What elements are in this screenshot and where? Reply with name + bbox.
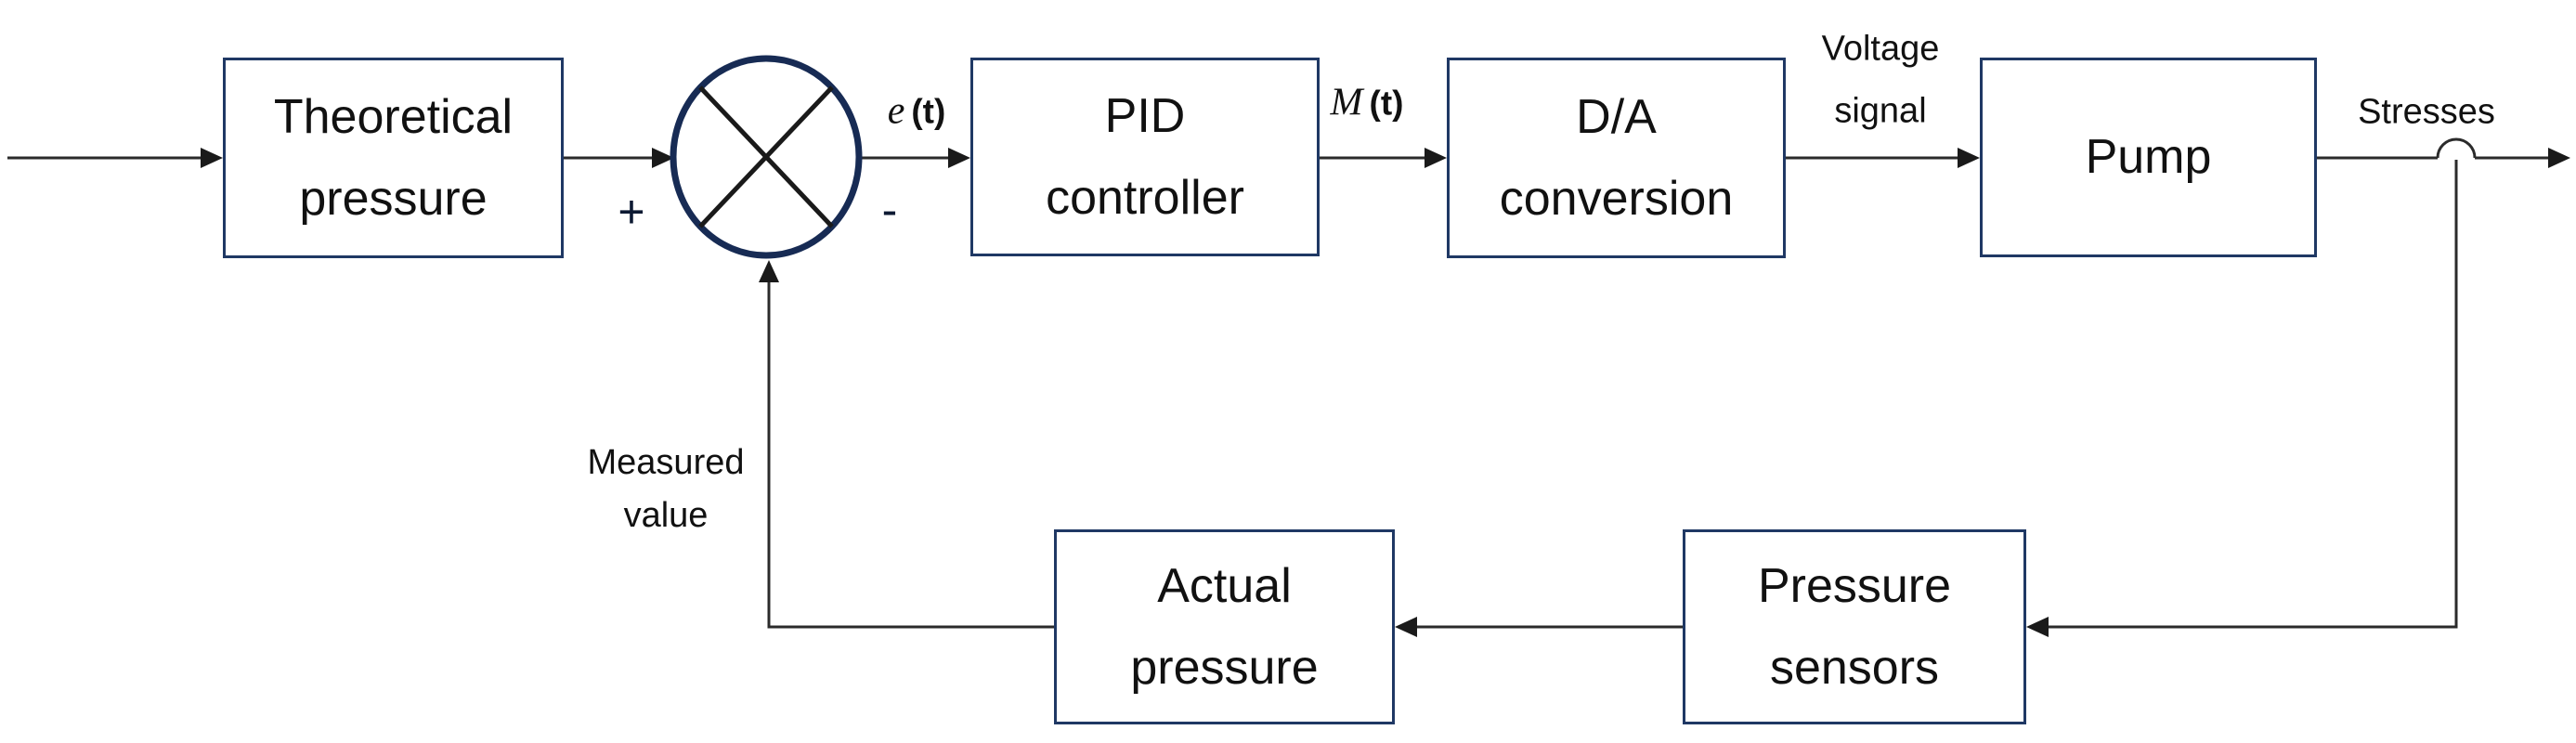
arrowhead-into-pump xyxy=(1958,148,1980,168)
block-pid-controller-label-line2: controller xyxy=(1046,171,1244,225)
summing-junction-minus-sign: - xyxy=(881,184,898,236)
block-actual-pressure-label-line2: pressure xyxy=(1130,641,1319,695)
label-voltage-signal-line1: Voltage xyxy=(1821,29,1940,69)
arrowhead-into-pid xyxy=(948,148,970,168)
arrowhead-into-sensors xyxy=(2026,617,2049,637)
block-theoretical-pressure: Theoretical pressure xyxy=(223,58,564,258)
label-measured-value-line2: value xyxy=(623,496,709,535)
label-error-signal-var: e xyxy=(887,89,905,133)
summing-junction-plus-sign: + xyxy=(618,186,645,238)
block-pid-controller-label-line1: PID xyxy=(1104,88,1186,143)
block-actual-pressure-label-line1: Actual xyxy=(1157,558,1292,613)
label-control-signal-var: M xyxy=(1330,81,1363,124)
block-pump: Pump xyxy=(1980,58,2317,257)
arrowhead-into-actual xyxy=(1395,617,1417,637)
label-measured-value: Measured value xyxy=(588,437,745,542)
label-control-signal-suffix: (t) xyxy=(1369,84,1404,123)
label-stresses: Stresses xyxy=(2358,92,2495,132)
label-error-signal: e(t) xyxy=(888,80,946,142)
block-da-conversion-label-line1: D/A xyxy=(1576,89,1657,144)
label-voltage-signal-line2: signal xyxy=(1834,91,1927,130)
block-theoretical-pressure-label-line1: Theoretical xyxy=(273,89,514,144)
arrowhead-into-theoretical xyxy=(201,148,223,168)
label-control-signal: M(t) xyxy=(1331,72,1404,134)
arrowhead-output xyxy=(2548,148,2570,168)
block-pressure-sensors-label-line2: sensors xyxy=(1769,641,1940,695)
branch-hop-arc xyxy=(2436,137,2477,159)
summing-junction-cross xyxy=(698,85,834,228)
arrowhead-into-junction-bottom xyxy=(759,260,779,282)
arrowhead-into-junction xyxy=(652,148,674,168)
block-pressure-sensors-label-line1: Pressure xyxy=(1757,558,1952,613)
block-pump-label: Pump xyxy=(2085,130,2212,185)
block-theoretical-pressure-label-line2: pressure xyxy=(299,172,488,226)
block-da-conversion-label-line2: conversion xyxy=(1499,172,1734,226)
actual-to-junction-line xyxy=(767,282,1054,629)
block-pressure-sensors: Pressure sensors xyxy=(1683,529,2026,724)
block-actual-pressure: Actual pressure xyxy=(1054,529,1395,724)
label-error-signal-suffix: (t) xyxy=(911,92,946,131)
arrowhead-into-da xyxy=(1425,148,1447,168)
label-measured-value-line1: Measured xyxy=(587,443,745,482)
label-voltage-signal: Voltage signal xyxy=(1822,19,1940,142)
feedback-drop-line xyxy=(2049,160,2458,629)
block-pid-controller: PID controller xyxy=(970,58,1320,256)
block-da-conversion: D/A conversion xyxy=(1447,58,1786,258)
